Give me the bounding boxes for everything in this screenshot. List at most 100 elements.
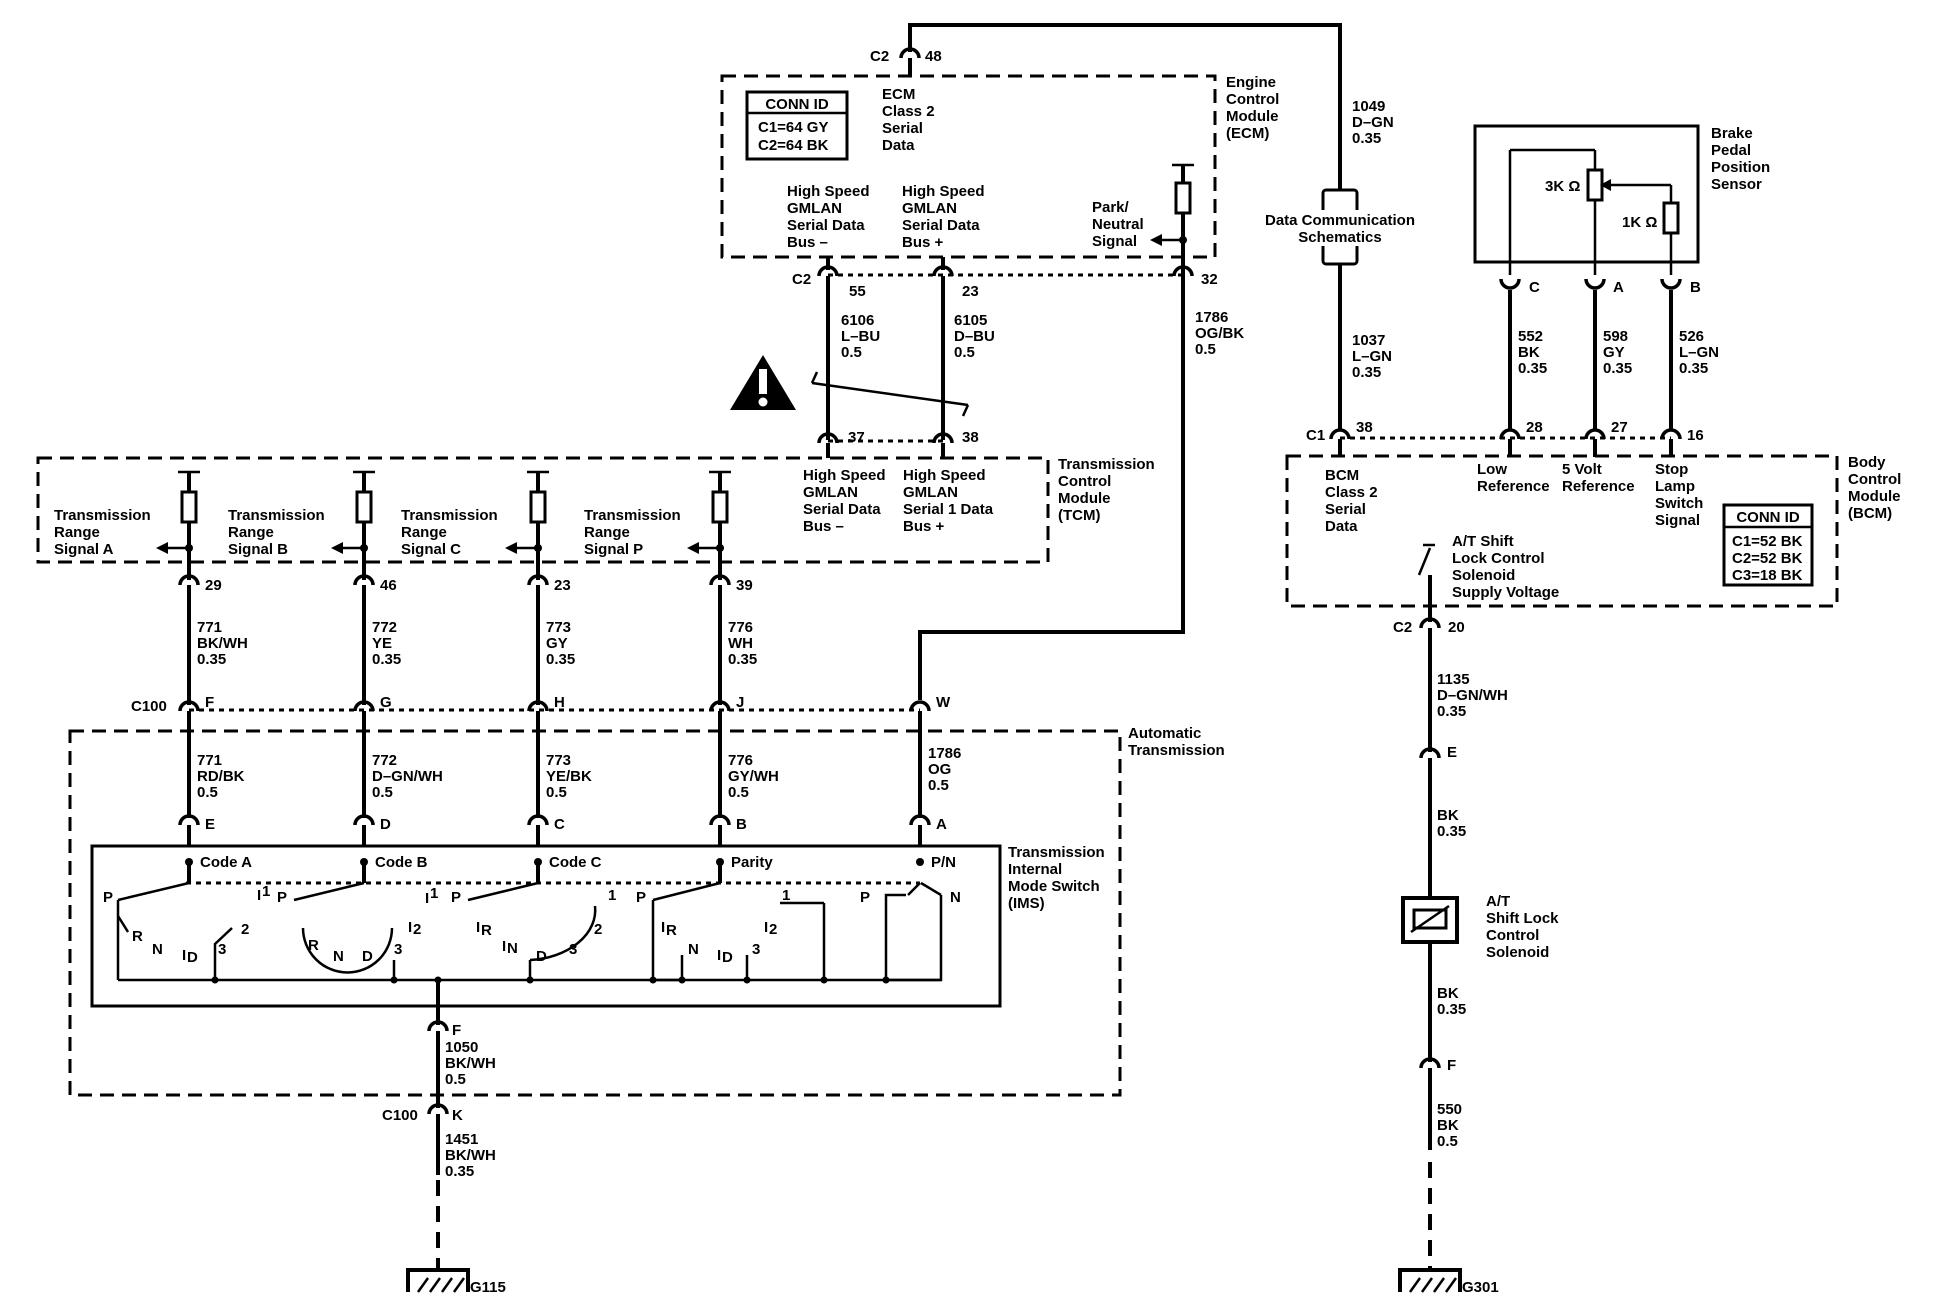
- svg-text:P: P: [103, 889, 113, 906]
- ecm-pin-48: 48: [925, 48, 942, 65]
- svg-text:2: 2: [594, 921, 602, 938]
- tcm-module: Transmission Control Module (TCM) High S…: [36, 456, 1159, 564]
- svg-text:1: 1: [430, 885, 438, 902]
- ecm-conn-bottom: C2: [792, 271, 811, 288]
- tcm-pin-38: 38: [962, 429, 979, 446]
- ground-g115-icon: G115: [406, 1268, 506, 1296]
- svg-text:E: E: [205, 816, 215, 833]
- svg-text:A: A: [1613, 279, 1624, 296]
- tcm-range-p-label: Transmission Range Signal P: [584, 507, 685, 558]
- tcm-bus-plus-label: High Speed GMLAN Serial 1 Data Bus +: [903, 467, 997, 535]
- svg-text:I: I: [717, 947, 721, 964]
- svg-text:C100: C100: [382, 1107, 418, 1124]
- svg-text:20: 20: [1448, 619, 1465, 636]
- ecm-park-neutral-label: Park/ Neutral Signal: [1092, 199, 1148, 250]
- svg-text:W: W: [936, 694, 951, 711]
- ecm-pin-32-connector: 32: [918, 265, 1218, 700]
- svg-text:J: J: [736, 694, 744, 711]
- svg-text:G: G: [380, 694, 392, 711]
- svg-text:1: 1: [782, 887, 790, 904]
- svg-text:R: R: [481, 922, 492, 939]
- ecm-bus-plus-label: High Speed GMLAN Serial Data Bus +: [902, 183, 989, 251]
- svg-text:C3=18 BK: C3=18 BK: [1732, 567, 1803, 584]
- svg-text:1: 1: [262, 883, 270, 900]
- svg-text:D: D: [362, 948, 373, 965]
- svg-text:3K Ω: 3K Ω: [1545, 178, 1580, 195]
- svg-text:46: 46: [380, 577, 397, 594]
- svg-text:C2: C2: [1393, 619, 1412, 636]
- svg-text:I: I: [408, 919, 412, 936]
- svg-text:C2=52 BK: C2=52 BK: [1732, 550, 1803, 567]
- svg-text:27: 27: [1611, 419, 1628, 436]
- svg-text:C: C: [1529, 279, 1540, 296]
- ecm-module: CONN ID C1=64 GY C2=64 BK ECM Class 2 Se…: [720, 74, 1279, 280]
- svg-text:1K Ω: 1K Ω: [1622, 214, 1657, 231]
- svg-text:I: I: [661, 919, 665, 936]
- svg-text:2: 2: [413, 921, 421, 938]
- tcm-name: Transmission Control Module (TCM): [1058, 456, 1159, 524]
- tcm-range-b-label: Transmission Range Signal B: [228, 507, 329, 558]
- svg-text:P: P: [860, 889, 870, 906]
- svg-text:23: 23: [554, 577, 571, 594]
- ims-pin-row: E D C B A: [178, 814, 947, 845]
- tcm-bus-minus-label: High Speed GMLAN Serial Data Bus –: [803, 467, 890, 535]
- svg-text:3: 3: [569, 941, 577, 958]
- svg-text:D: D: [187, 949, 198, 966]
- svg-text:P: P: [451, 889, 461, 906]
- wire-1786-og-bk: 1786 OG/BK 0.5: [1195, 309, 1248, 358]
- ecm-conn-c2: C2=64 BK: [758, 137, 829, 154]
- wire-1049: 1049 D–GN 0.35: [1352, 98, 1398, 147]
- svg-text:C1=52 BK: C1=52 BK: [1732, 533, 1803, 550]
- svg-text:K: K: [452, 1107, 463, 1124]
- svg-text:P: P: [636, 889, 646, 906]
- svg-text:38: 38: [1356, 419, 1373, 436]
- svg-text:H: H: [554, 694, 565, 711]
- svg-text:D: D: [536, 948, 547, 965]
- svg-text:P/N: P/N: [931, 854, 956, 871]
- svg-text:2: 2: [769, 921, 777, 938]
- tcm-range-a-label: Transmission Range Signal A: [54, 507, 155, 558]
- svg-text:29: 29: [205, 577, 222, 594]
- svg-text:I: I: [182, 947, 186, 964]
- ecm-conn-c1: C1=64 GY: [758, 119, 828, 136]
- svg-text:B: B: [736, 816, 747, 833]
- tcm-signal-columns: 29 46 23 39: [156, 470, 753, 705]
- svg-text:55: 55: [849, 283, 866, 300]
- tcm-pin-37: 37: [848, 429, 865, 446]
- svg-text:2: 2: [241, 921, 249, 938]
- bcm-c1-connector-row: C1 38 28 27 16: [1306, 419, 1704, 457]
- svg-text:Parity: Parity: [731, 854, 773, 871]
- svg-text:28: 28: [1526, 419, 1543, 436]
- svg-text:F: F: [205, 694, 214, 711]
- wire-6105: 6105 D–BU 0.5: [954, 312, 999, 361]
- svg-text:3: 3: [752, 941, 760, 958]
- svg-text:N: N: [333, 948, 344, 965]
- svg-text:Code A: Code A: [200, 854, 252, 871]
- svg-text:I: I: [476, 919, 480, 936]
- ecm-class2-label: ECM Class 2 Serial Data: [882, 86, 939, 154]
- svg-text:B: B: [1690, 279, 1701, 296]
- svg-text:G115: G115: [470, 1279, 506, 1296]
- automatic-transmission-box: Automatic Transmission: [68, 725, 1225, 1097]
- svg-text:C100: C100: [131, 698, 167, 715]
